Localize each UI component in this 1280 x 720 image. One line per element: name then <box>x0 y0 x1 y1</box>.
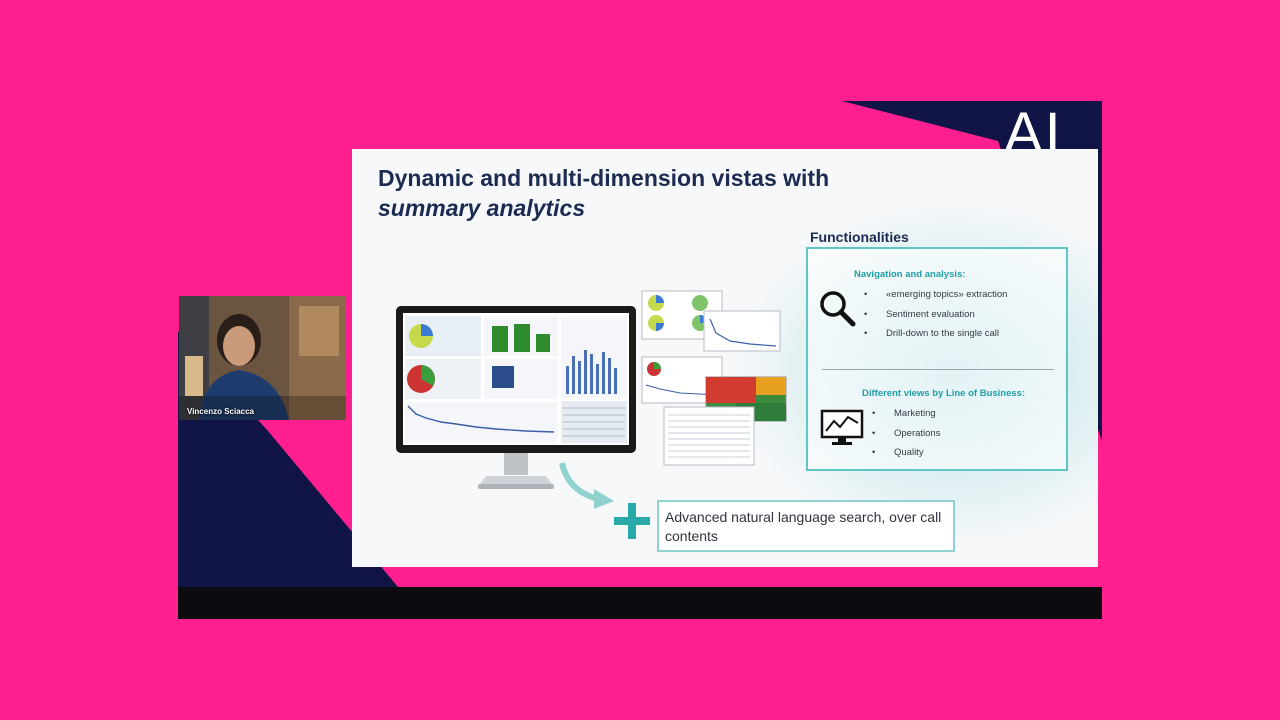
shared-slide: Dynamic and multi-dimension vistas with … <box>352 149 1098 567</box>
list-item: Drill-down to the single call <box>864 328 1007 348</box>
participant-video <box>179 296 346 420</box>
list-item: «emerging topics» extraction <box>864 289 1007 309</box>
plus-icon <box>614 503 650 539</box>
functionalities-box: Navigation and analysis: «emerging topic… <box>806 247 1068 471</box>
navigation-heading: Navigation and analysis: <box>854 269 966 280</box>
slide-title-line1: Dynamic and multi-dimension vistas with <box>378 165 830 191</box>
bottom-bar <box>178 587 1102 619</box>
chart-monitor-icon <box>820 409 864 453</box>
navigation-list: «emerging topics» extraction Sentiment e… <box>864 289 1007 348</box>
list-item: Operations <box>872 428 940 448</box>
views-heading: Different views by Line of Business: <box>862 388 1026 399</box>
participant-name: Vincenzo Sciacca <box>187 407 254 416</box>
views-list: Marketing Operations Quality <box>872 408 940 467</box>
curved-arrow-icon <box>559 462 614 509</box>
search-feature-box: Advanced natural language search, over c… <box>657 500 955 552</box>
list-item: Marketing <box>872 408 940 428</box>
slide-title: Dynamic and multi-dimension vistas with … <box>378 163 938 223</box>
participant-video-tile[interactable]: Vincenzo Sciacca <box>179 296 346 420</box>
section-divider <box>822 369 1054 370</box>
magnifier-icon <box>818 289 858 333</box>
dashboard-monitor-image <box>396 306 636 489</box>
dashboard-thumbnails-image <box>641 290 787 466</box>
list-item: Quality <box>872 447 940 467</box>
slide-title-line2: summary analytics <box>378 195 586 221</box>
list-item: Sentiment evaluation <box>864 309 1007 329</box>
functionalities-label: Functionalities <box>810 229 909 245</box>
